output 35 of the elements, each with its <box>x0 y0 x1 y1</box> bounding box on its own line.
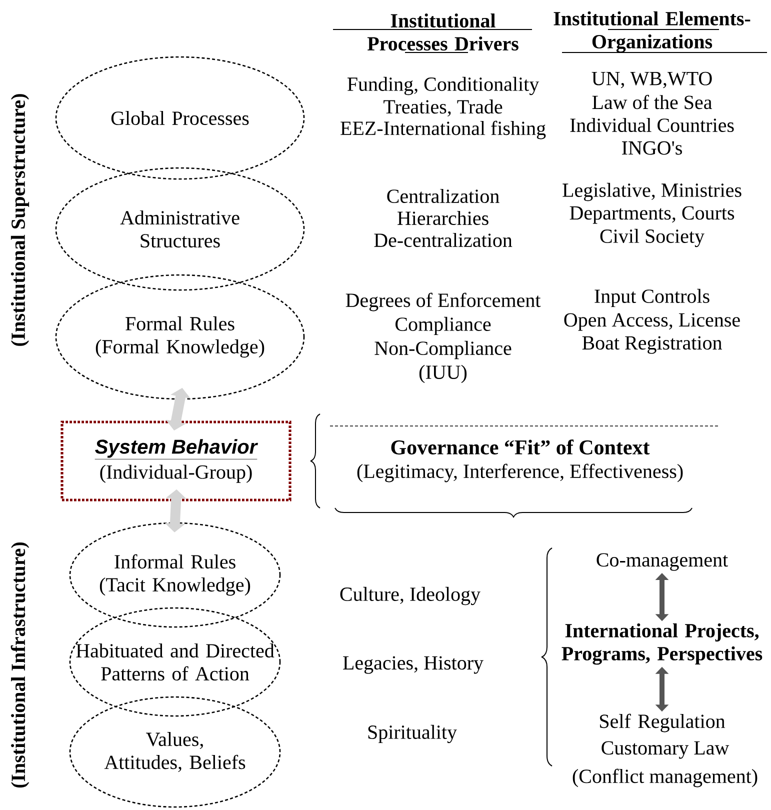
list-text: Culture, Ideology <box>340 586 480 606</box>
list-text: Individual Countries <box>570 118 734 132</box>
list-text: De-centralization <box>374 232 512 248</box>
list-text: Degrees of Enforcement <box>346 292 541 312</box>
list-text: UN, WB,WTO <box>592 72 712 88</box>
list-text: Legislative, Ministries <box>562 182 742 202</box>
list-text: (IUU) <box>419 364 467 384</box>
list-text: Treaties, Trade <box>384 100 502 116</box>
list-text: Funding, Conditionality <box>347 76 540 96</box>
section-label: (Institutional Superstructure) <box>10 94 30 346</box>
list-text: Departments, Courts <box>570 206 734 224</box>
list-text: Civil Society <box>600 228 704 248</box>
list-text: Spirituality <box>368 724 457 744</box>
dotted-box: System Behavior (Individual-Group) <box>60 420 292 502</box>
node-text: Self Regulation <box>600 714 726 732</box>
list-text: (Legitimacy, Interference, Effectiveness) <box>357 464 683 482</box>
list-text: (Conflict management) <box>572 768 758 788</box>
node-text: Co-management <box>596 553 728 571</box>
list-text: Law of the Sea <box>592 94 712 110</box>
list-text: Open Access, License <box>564 313 740 331</box>
list-text: Non-Compliance <box>374 340 512 360</box>
list-text: INGO's <box>622 141 682 155</box>
column-heading: Institutional Elements-Organizations <box>554 11 750 53</box>
list-text: Centralization <box>387 188 500 204</box>
node-text: International Projects, Programs, Perspectives <box>562 623 762 665</box>
list-text: Boat Registration <box>582 336 722 354</box>
list-text: Hierarchies <box>398 210 488 226</box>
list-text: Customary Law <box>602 741 730 759</box>
section-label: (Institutional Infrastructure) <box>10 542 30 788</box>
list-text: Legacies, History <box>343 656 484 674</box>
list-text: Compliance <box>396 316 491 336</box>
heading-text: Governance “Fit” of Context <box>391 440 650 454</box>
column-heading: Institutional Processes Drivers <box>367 13 518 51</box>
list-text: Input Controls <box>594 288 710 308</box>
list-text: EEZ-International fishing <box>340 120 546 140</box>
